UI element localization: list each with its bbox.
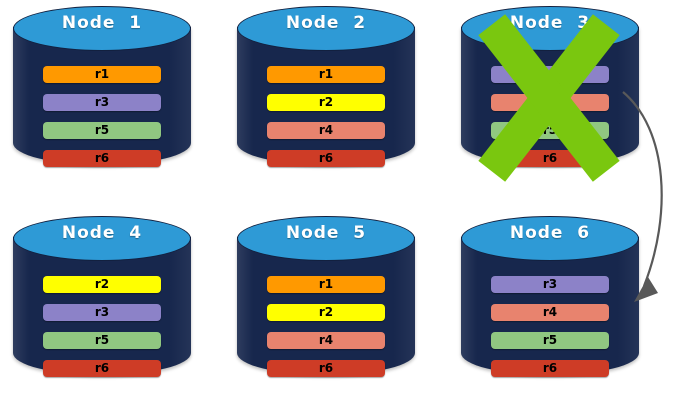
record-list: r1 r2 r4 r6 — [267, 276, 385, 377]
record-bar[interactable]: r3 — [43, 304, 161, 321]
record-bar[interactable]: r2 — [267, 94, 385, 111]
cylinder-top-ellipse — [237, 6, 415, 51]
record-list: r3 r4 r5 r6 — [491, 66, 609, 167]
record-list: r2 r3 r5 r6 — [43, 276, 161, 377]
node-title: Node 5 — [285, 223, 367, 243]
record-bar[interactable]: r6 — [267, 360, 385, 377]
record-bar[interactable]: r5 — [43, 122, 161, 139]
record-bar[interactable]: r6 — [43, 360, 161, 377]
cylinder-top-ellipse — [237, 216, 415, 261]
node-title: Node 6 — [509, 223, 591, 243]
record-list: r1 r2 r4 r6 — [267, 66, 385, 167]
record-bar[interactable]: r6 — [267, 150, 385, 167]
record-bar[interactable]: r4 — [267, 332, 385, 349]
node-title: Node 1 — [61, 13, 143, 33]
record-bar[interactable]: r1 — [267, 276, 385, 293]
cylinder-top-ellipse — [13, 216, 191, 261]
record-bar[interactable]: r2 — [43, 276, 161, 293]
record-bar[interactable]: r4 — [491, 304, 609, 321]
node-cylinder[interactable]: Node 1 r1 r3 r5 r6 — [13, 6, 191, 186]
cylinder-top-ellipse — [13, 6, 191, 51]
record-bar[interactable]: r3 — [491, 276, 609, 293]
record-bar[interactable]: r4 — [491, 94, 609, 111]
node-cylinder[interactable]: Node 4 r2 r3 r5 r6 — [13, 216, 191, 396]
record-bar[interactable]: r5 — [491, 332, 609, 349]
record-bar[interactable]: r3 — [491, 66, 609, 83]
record-bar[interactable]: r3 — [43, 94, 161, 111]
record-list: r1 r3 r5 r6 — [43, 66, 161, 167]
node-title: Node 3 — [509, 13, 591, 33]
node-cylinder[interactable]: Node 3 r3 r4 r5 r6 — [461, 6, 639, 186]
record-bar[interactable]: r1 — [267, 66, 385, 83]
node-title: Node 2 — [285, 13, 367, 33]
record-bar[interactable]: r6 — [491, 150, 609, 167]
node-title: Node 4 — [61, 223, 143, 243]
record-bar[interactable]: r2 — [267, 304, 385, 321]
node-cylinder[interactable]: Node 5 r1 r2 r4 r6 — [237, 216, 415, 396]
record-bar[interactable]: r5 — [491, 122, 609, 139]
record-list: r3 r4 r5 r6 — [491, 276, 609, 377]
node-cylinder[interactable]: Node 6 r3 r4 r5 r6 — [461, 216, 639, 396]
record-bar[interactable]: r6 — [43, 150, 161, 167]
record-bar[interactable]: r1 — [43, 66, 161, 83]
record-bar[interactable]: r6 — [491, 360, 609, 377]
node-cylinder[interactable]: Node 2 r1 r2 r4 r6 — [237, 6, 415, 186]
record-bar[interactable]: r5 — [43, 332, 161, 349]
record-bar[interactable]: r4 — [267, 122, 385, 139]
